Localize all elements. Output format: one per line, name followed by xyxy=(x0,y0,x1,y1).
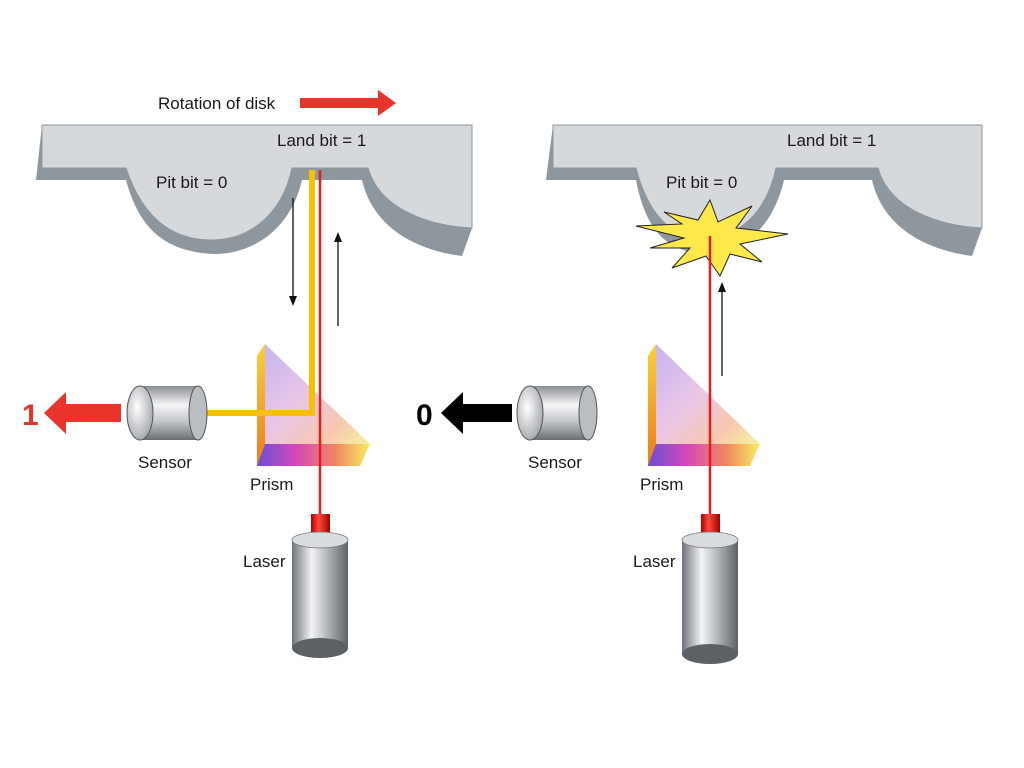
left-output-bit: 1 xyxy=(22,399,39,432)
right-disk-top xyxy=(552,124,983,239)
left-panel: Land bit = 1 Pit bit = 0 Sensor Prism xyxy=(22,124,473,658)
right-pit-label: Pit bit = 0 xyxy=(666,173,737,192)
left-output-arrow xyxy=(44,392,121,434)
left-disk-top xyxy=(41,124,473,241)
left-sensor-label: Sensor xyxy=(138,453,192,472)
left-disk xyxy=(36,124,473,256)
right-prism-label: Prism xyxy=(640,475,683,494)
left-land-label: Land bit = 1 xyxy=(277,131,366,150)
left-pit-label: Pit bit = 0 xyxy=(156,173,227,192)
right-disk xyxy=(546,124,983,256)
rotation-label: Rotation of disk xyxy=(158,94,276,113)
right-sensor-label: Sensor xyxy=(528,453,582,472)
left-prism-label: Prism xyxy=(250,475,293,494)
scatter-burst-icon xyxy=(635,198,789,278)
right-output-arrow xyxy=(441,392,512,434)
right-land-label: Land bit = 1 xyxy=(787,131,876,150)
left-reflected-beam xyxy=(196,170,315,416)
left-laser xyxy=(291,514,349,658)
right-sensor xyxy=(516,385,598,441)
left-sensor xyxy=(126,385,208,441)
left-prism xyxy=(257,344,370,466)
rotation-arrow xyxy=(300,90,396,116)
right-output-bit: 0 xyxy=(416,399,433,432)
right-prism xyxy=(648,344,760,466)
right-up-arrow xyxy=(718,282,726,376)
right-laser-label: Laser xyxy=(633,552,676,571)
left-up-arrow xyxy=(334,232,342,326)
right-laser xyxy=(681,514,739,664)
right-panel: Land bit = 1 Pit bit = 0 Sensor Prism 0 xyxy=(416,124,983,664)
left-laser-label: Laser xyxy=(243,552,286,571)
left-down-arrow xyxy=(289,198,297,306)
